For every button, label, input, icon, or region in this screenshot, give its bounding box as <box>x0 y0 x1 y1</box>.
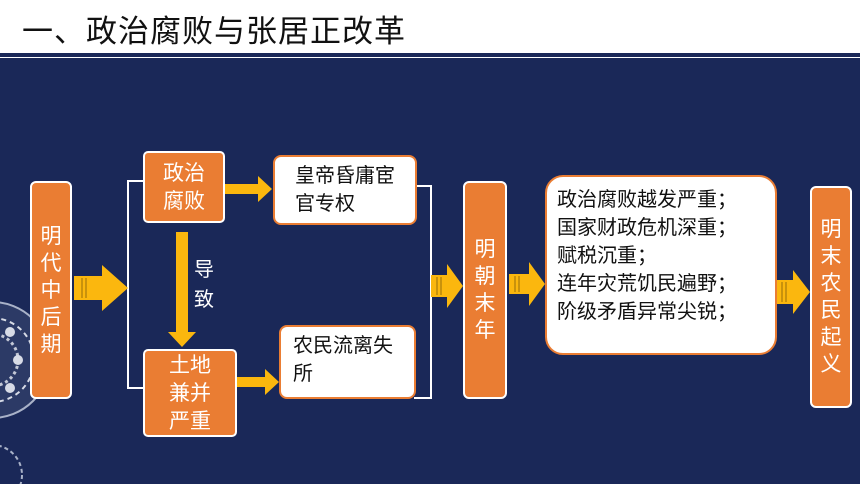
late-ming-label: 明朝末年 <box>474 237 496 342</box>
peasant-uprising-label: 明末农民起义 <box>820 217 842 376</box>
consequences-box: 政治腐败越发严重； 国家财政危机深重； 赋税沉重； 连年灾荒饥民遍野； 阶级矛盾… <box>545 175 777 355</box>
arrow-to-uprising-icon <box>776 270 810 314</box>
political-corruption-box: 政治腐败 <box>143 151 225 223</box>
emperor-eunuch-box: 皇帝昏庸宦官专权 <box>273 155 417 225</box>
consequence-line-4: 连年灾荒饥民遍野； <box>557 271 737 295</box>
consequence-line-5: 阶级矛盾异常尖锐； <box>557 299 737 323</box>
mid-late-ming-label: 明代中后期 <box>40 223 62 356</box>
arrow-to-peasants-icon <box>237 369 279 395</box>
peasants-displaced-box: 农民流离失所 <box>279 325 416 399</box>
left-bracket <box>127 180 143 389</box>
arrow-to-consequences-icon <box>509 262 545 306</box>
title-bar: 一、政治腐败与张居正改革 <box>0 0 860 58</box>
consequence-line-3: 赋税沉重； <box>557 243 657 267</box>
emperor-eunuch-label: 皇帝昏庸宦官专权 <box>295 163 395 215</box>
political-corruption-label: 政治腐败 <box>163 161 205 213</box>
arrow-to-late-ming-icon <box>431 264 463 308</box>
lead-to-label: 导致 <box>194 257 214 311</box>
consequence-line-1: 政治腐败越发严重； <box>557 187 737 211</box>
arrow-to-emperor-icon <box>225 176 272 202</box>
peasants-displaced-label: 农民流离失所 <box>293 333 393 385</box>
land-annexation-box: 土地兼并严重 <box>143 349 237 437</box>
land-annexation-label: 土地兼并严重 <box>169 353 211 433</box>
peasant-uprising-box: 明末农民起义 <box>810 186 852 408</box>
late-ming-box: 明朝末年 <box>463 181 507 399</box>
arrow-to-bracket-icon <box>74 265 128 311</box>
mid-late-ming-box: 明代中后期 <box>30 181 72 399</box>
title-underline <box>0 53 860 57</box>
consequence-line-2: 国家财政危机深重； <box>557 215 737 239</box>
arrow-lead-to-icon <box>168 232 196 347</box>
page-title: 一、政治腐败与张居正改革 <box>22 14 406 50</box>
